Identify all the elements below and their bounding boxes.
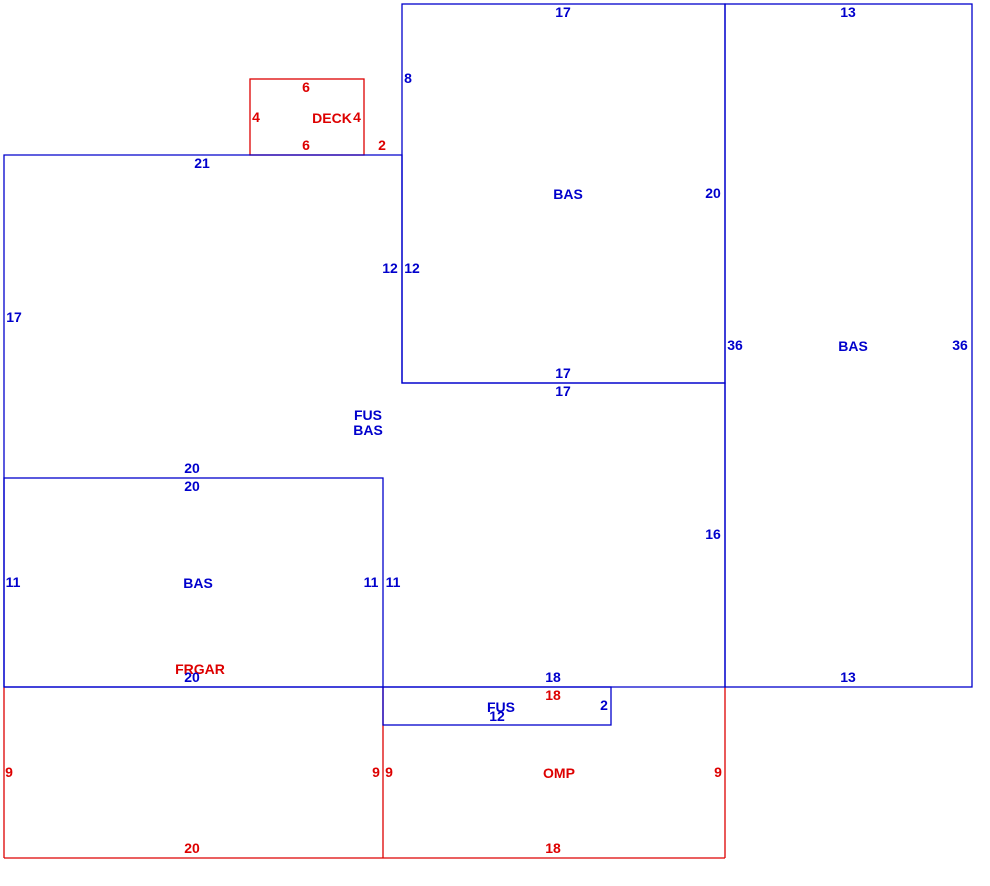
dim-bas-left-lower-bottom: 20	[184, 669, 200, 685]
dim-bas-top-center-left: 8	[404, 70, 412, 86]
dim-bas-top-center-top: 17	[555, 4, 571, 20]
dim-frgar-left: 9	[5, 764, 13, 780]
area-label-fus-main: FUS	[354, 407, 382, 423]
dim-fus-main-left: 17	[6, 309, 22, 325]
dim-fus-small-right: 2	[600, 697, 608, 713]
frgar-outline	[3, 687, 384, 859]
dim-bas-top-center-bottom-outer: 17	[555, 383, 571, 399]
dim-frgar-right: 9	[372, 764, 380, 780]
dim-bas-right-right: 36	[952, 337, 968, 353]
dim-deck-right: 4	[353, 109, 361, 125]
dim-bas-left-lower-right-outer: 11	[386, 574, 401, 590]
dim-frgar-bottom: 20	[184, 840, 200, 856]
dim-fus-small-bottom: 12	[489, 708, 505, 724]
bas-right-outline	[724, 3, 973, 688]
dim-omp-top: 18	[545, 687, 561, 703]
dim-bas-right-top: 13	[840, 4, 856, 20]
dim-deck-step: 2	[378, 137, 386, 153]
dim-bas-left-lower-right-inner: 11	[364, 574, 379, 590]
area-label-omp: OMP	[543, 765, 575, 781]
area-label-fus-small: FUS	[487, 699, 515, 715]
dim-omp-bottom: 18	[545, 840, 561, 856]
dim-deck-bottom: 6	[302, 137, 310, 153]
fus-small-outline	[382, 686, 612, 726]
area-label-bas-left-lower: BAS	[183, 575, 213, 591]
dim-omp-right: 9	[714, 764, 722, 780]
dim-bas-left-lower-top-inner: 20	[184, 478, 200, 494]
area-label-bas-right: BAS	[838, 338, 868, 354]
dim-fus-main-right-lower: 16	[705, 526, 721, 542]
dim-bas-top-center-bottom-inner: 17	[555, 365, 571, 381]
dim-omp-left: 9	[385, 764, 393, 780]
dim-bas-right-bottom: 13	[840, 669, 856, 685]
area-label-frgar: FRGAR	[175, 661, 225, 677]
dim-bas-top-center-left-inner: 12	[404, 260, 420, 276]
dim-bas-right-left: 36	[727, 337, 743, 353]
dim-fus-main-left-step: 12	[382, 260, 398, 276]
dim-bas-top-center-right: 20	[705, 185, 721, 201]
area-label-bas-main: BAS	[353, 422, 383, 438]
dim-bas-left-lower-left: 11	[6, 574, 21, 590]
bas-left-lower-outline	[3, 477, 384, 688]
omp-outline	[383, 687, 726, 859]
dim-fus-main-bottom: 18	[545, 669, 561, 685]
dim-bas-left-lower-top-outer: 20	[184, 460, 200, 476]
dim-fus-main-top: 21	[194, 155, 210, 171]
area-label-deck: DECK	[312, 110, 352, 126]
area-label-bas-top-center: BAS	[553, 186, 583, 202]
dim-deck-left: 4	[252, 109, 260, 125]
dim-deck-top: 6	[302, 79, 310, 95]
